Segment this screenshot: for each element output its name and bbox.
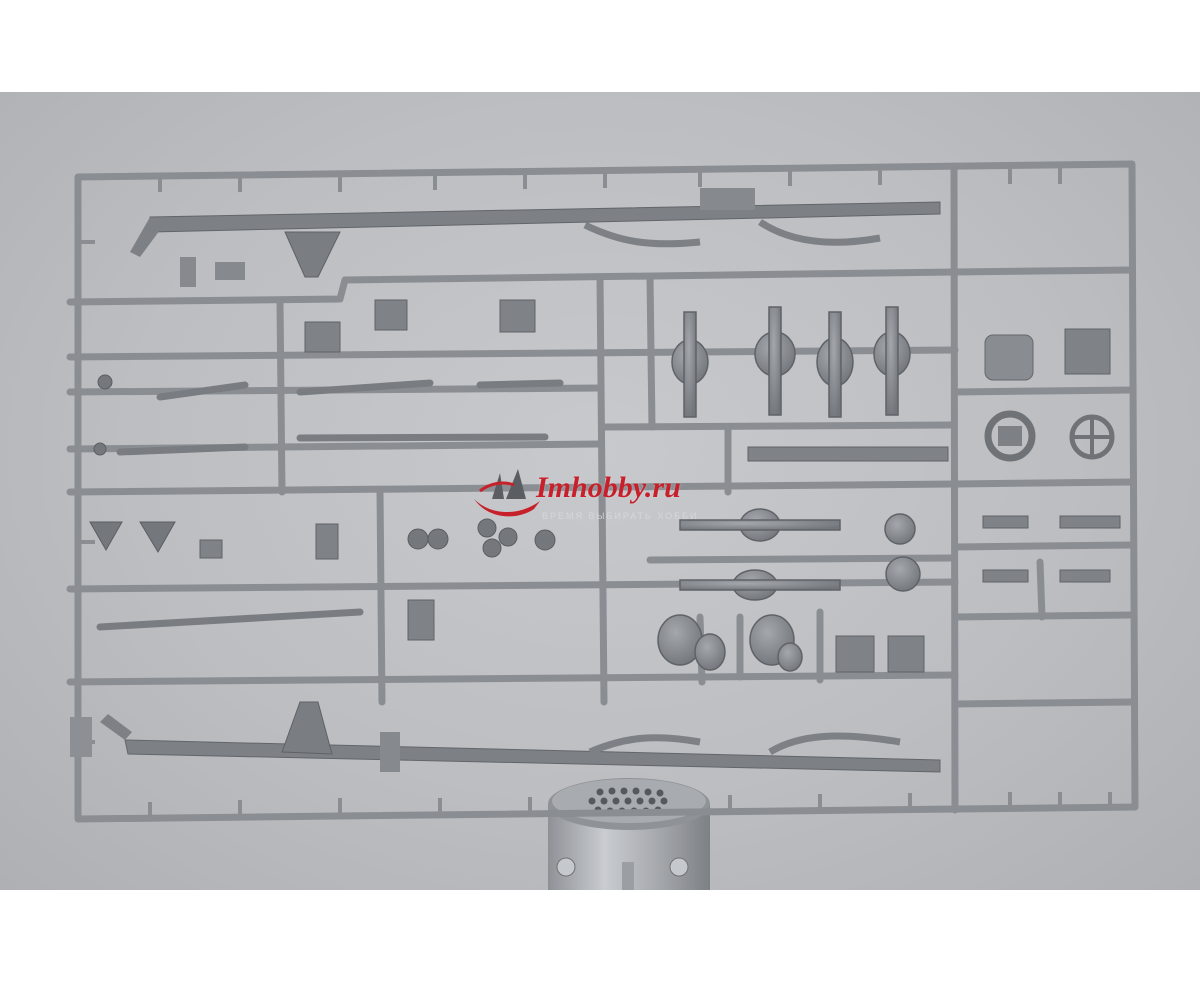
hobby-ship-logo-icon [474,469,540,517]
drive-shafts [96,379,564,631]
display-stand [548,778,710,890]
sprue-gates [78,167,1112,819]
watermark-tagline: ВРЕМЯ ВЫБИРАТЬ ХОББИ [542,511,699,521]
sprue-frame [66,160,1139,890]
bracket-parts [89,374,556,558]
axle-housings [657,306,921,672]
watermark-brand: Imhobby.ru [536,471,681,504]
watermark: Imhobby.ru ВРЕМЯ ВЫБИРАТЬ ХОББИ [470,465,750,535]
wheel-hubs [984,334,1115,462]
chassis-rail-lower [70,701,941,773]
plate-parts [199,299,1121,673]
photo-background: Imhobby.ru ВРЕМЯ ВЫБИРАТЬ ХОББИ [0,92,1200,890]
chassis-rail-upper [130,188,941,287]
